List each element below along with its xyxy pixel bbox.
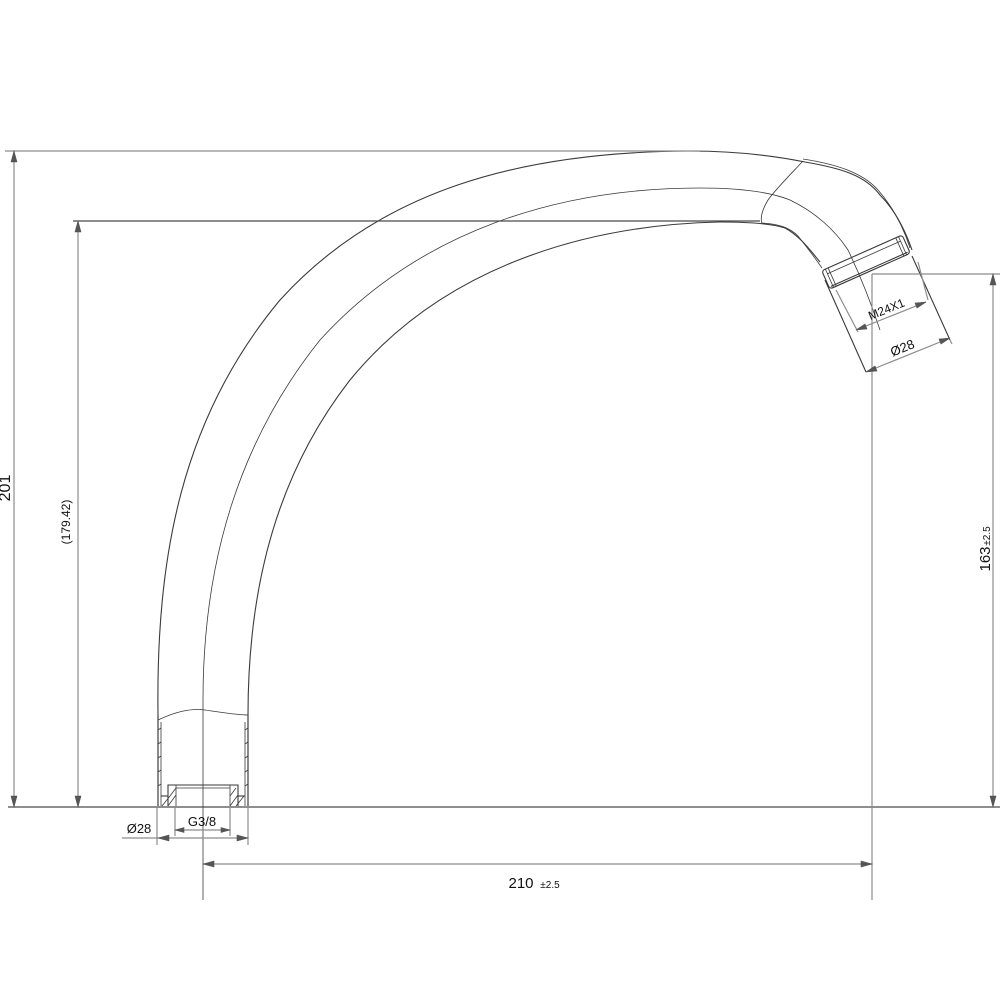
- spout-inner-contour: [247, 221, 821, 806]
- inlet-base: [157, 715, 249, 807]
- dim-outlet-diameter: [865, 337, 953, 373]
- dim-overall-height: [5, 149, 700, 809]
- label-inlet-diameter: Ø28: [127, 821, 152, 836]
- spout-centerline: [202, 187, 881, 900]
- spout-inner-fillet: [761, 222, 823, 269]
- dim-reach: [201, 274, 874, 900]
- label-reach-value: 210: [508, 875, 533, 892]
- dim-inlet-thread: [173, 807, 232, 836]
- label-reference-height: (179.42): [59, 500, 73, 545]
- label-inlet-thread: G3/8: [188, 814, 216, 829]
- label-reach-tolerance: ±2.5: [540, 880, 560, 891]
- outlet-neck-left: [824, 279, 867, 373]
- dim-reference-height: [73, 219, 760, 809]
- spout-body: [157, 150, 951, 900]
- spout-outer-contour: [157, 150, 913, 806]
- outlet-aerator: [822, 235, 910, 289]
- label-outlet-height-tolerance: ±2.5: [982, 526, 993, 546]
- outlet-neck-right: [911, 255, 951, 341]
- dim-inlet-diameter: [122, 807, 250, 845]
- spout-outer-fillet: [802, 158, 911, 249]
- dim-outlet-height: [872, 272, 1000, 809]
- label-outlet-height: 163 ±2.5: [977, 526, 994, 572]
- label-outlet-height-value: 163: [977, 546, 994, 571]
- break-line-top: [760, 160, 804, 225]
- dim-outlet-thread: [835, 261, 929, 333]
- break-line-bottom: [157, 709, 249, 721]
- label-overall-height: 201: [0, 475, 14, 502]
- label-outlet-diameter: Ø28: [888, 336, 916, 359]
